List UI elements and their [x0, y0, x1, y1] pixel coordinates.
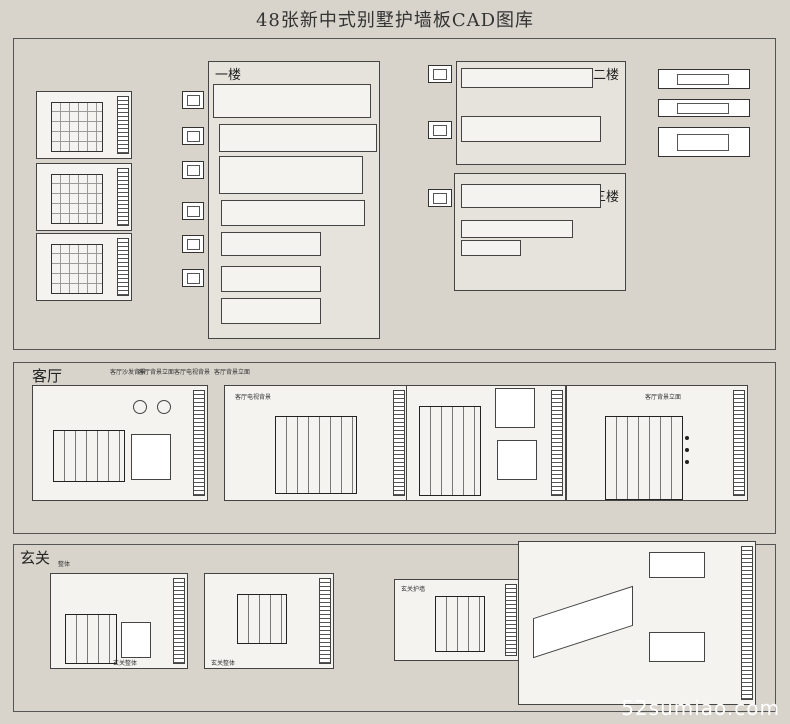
foyer-sheet-4	[518, 541, 756, 705]
foyer-sheet-3: 玄关护墙	[394, 579, 520, 661]
page-title: 48张新中式别墅护墙板CAD图库	[255, 10, 535, 31]
thumb	[428, 189, 452, 207]
foyer-caption: 玄关整体	[113, 660, 138, 667]
floor1-label: 一楼	[215, 68, 242, 83]
floor1-row	[219, 156, 363, 194]
thumb	[182, 202, 204, 220]
foyer-label: 玄关	[20, 549, 51, 567]
thumb	[182, 127, 204, 145]
floor1-row	[221, 266, 321, 292]
thumb	[658, 69, 750, 89]
foyer-panel: 玄关 整体 玄关整体 玄关整体 玄关护墙	[13, 541, 776, 712]
floor2-label: 二楼	[592, 68, 619, 83]
thumb	[182, 161, 204, 179]
floor-plan-sheet-1	[36, 91, 132, 159]
living-sheet-3	[406, 385, 566, 501]
floor1-row	[221, 200, 365, 226]
top-panel: 一楼 二楼 三楼	[13, 38, 776, 350]
floor3-row	[461, 220, 573, 238]
living-note: 客厅电视背景	[235, 394, 272, 401]
living-note: 客厅背景立面	[645, 394, 682, 401]
floor1-row	[221, 298, 321, 324]
floor-plan-sheet-3	[36, 233, 132, 301]
thumb	[182, 91, 204, 109]
thumb	[428, 65, 452, 83]
living-note: 客厅电视背景	[174, 369, 211, 376]
living-sheet-2: 客厅电视背景	[224, 385, 408, 501]
floor2-row	[461, 68, 593, 88]
living-note: 客厅沙发背景	[110, 369, 147, 376]
floor3-row	[461, 240, 521, 256]
floor2-group: 二楼	[456, 61, 626, 165]
foyer-sheet-1: 玄关整体	[50, 573, 188, 669]
thumb	[182, 269, 204, 287]
foyer-caption: 玄关护墙	[401, 586, 426, 593]
thumb	[658, 99, 750, 117]
floor-plan-sheet-2	[36, 163, 132, 231]
foyer-sheet-2: 玄关整体	[204, 573, 334, 669]
foyer-small: 整体	[58, 561, 71, 568]
living-note: 客厅背景立面	[138, 369, 175, 376]
living-room-panel: 客厅 客厅沙发背景 客厅背景立面 客厅电视背景 客厅背景立面 客厅电视背景 客厅…	[13, 362, 776, 534]
watermark: 52sumiao.com	[621, 696, 780, 720]
living-sheet-1	[32, 385, 208, 501]
floor3-row	[461, 184, 601, 208]
living-sheet-4: 客厅背景立面	[566, 385, 748, 501]
living-label: 客厅	[32, 367, 63, 385]
foyer-caption: 玄关整体	[211, 660, 236, 667]
thumb	[658, 127, 750, 157]
living-note: 客厅背景立面	[214, 369, 251, 376]
floor3-group: 三楼	[454, 173, 626, 291]
floor1-group: 一楼	[208, 61, 380, 339]
floor2-row	[461, 116, 601, 142]
floor1-row	[221, 232, 321, 256]
thumb	[182, 235, 204, 253]
thumb	[428, 121, 452, 139]
floor1-row	[219, 124, 377, 152]
floor1-row	[213, 84, 371, 118]
